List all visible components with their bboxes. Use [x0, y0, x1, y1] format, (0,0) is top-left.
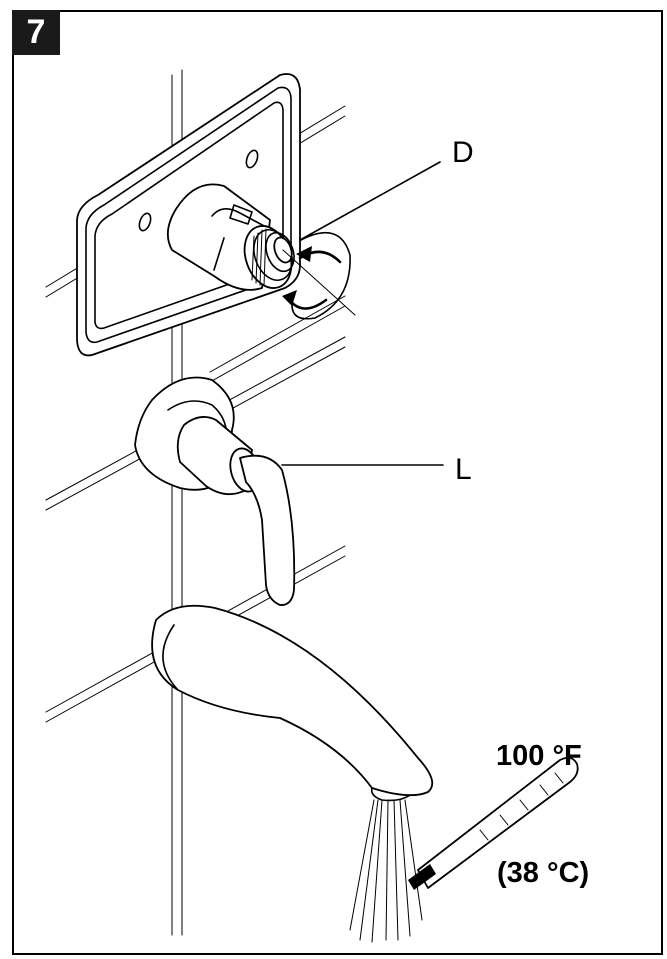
thermometer-icon [408, 756, 579, 890]
rotation-arrow-icon [282, 231, 356, 320]
tub-spout [151, 604, 434, 802]
temperature-fahrenheit: 100 °F [496, 740, 582, 772]
valve-cartridge [166, 183, 295, 291]
lever-handle [134, 376, 296, 606]
temperature-celsius: (38 °C) [497, 857, 590, 889]
label-l: L [455, 453, 472, 486]
water-stream [349, 799, 423, 943]
label-d: D [452, 136, 474, 169]
leader-line-d [299, 161, 441, 241]
panel-border [12, 10, 663, 955]
step-number-badge: 7 [12, 10, 60, 55]
